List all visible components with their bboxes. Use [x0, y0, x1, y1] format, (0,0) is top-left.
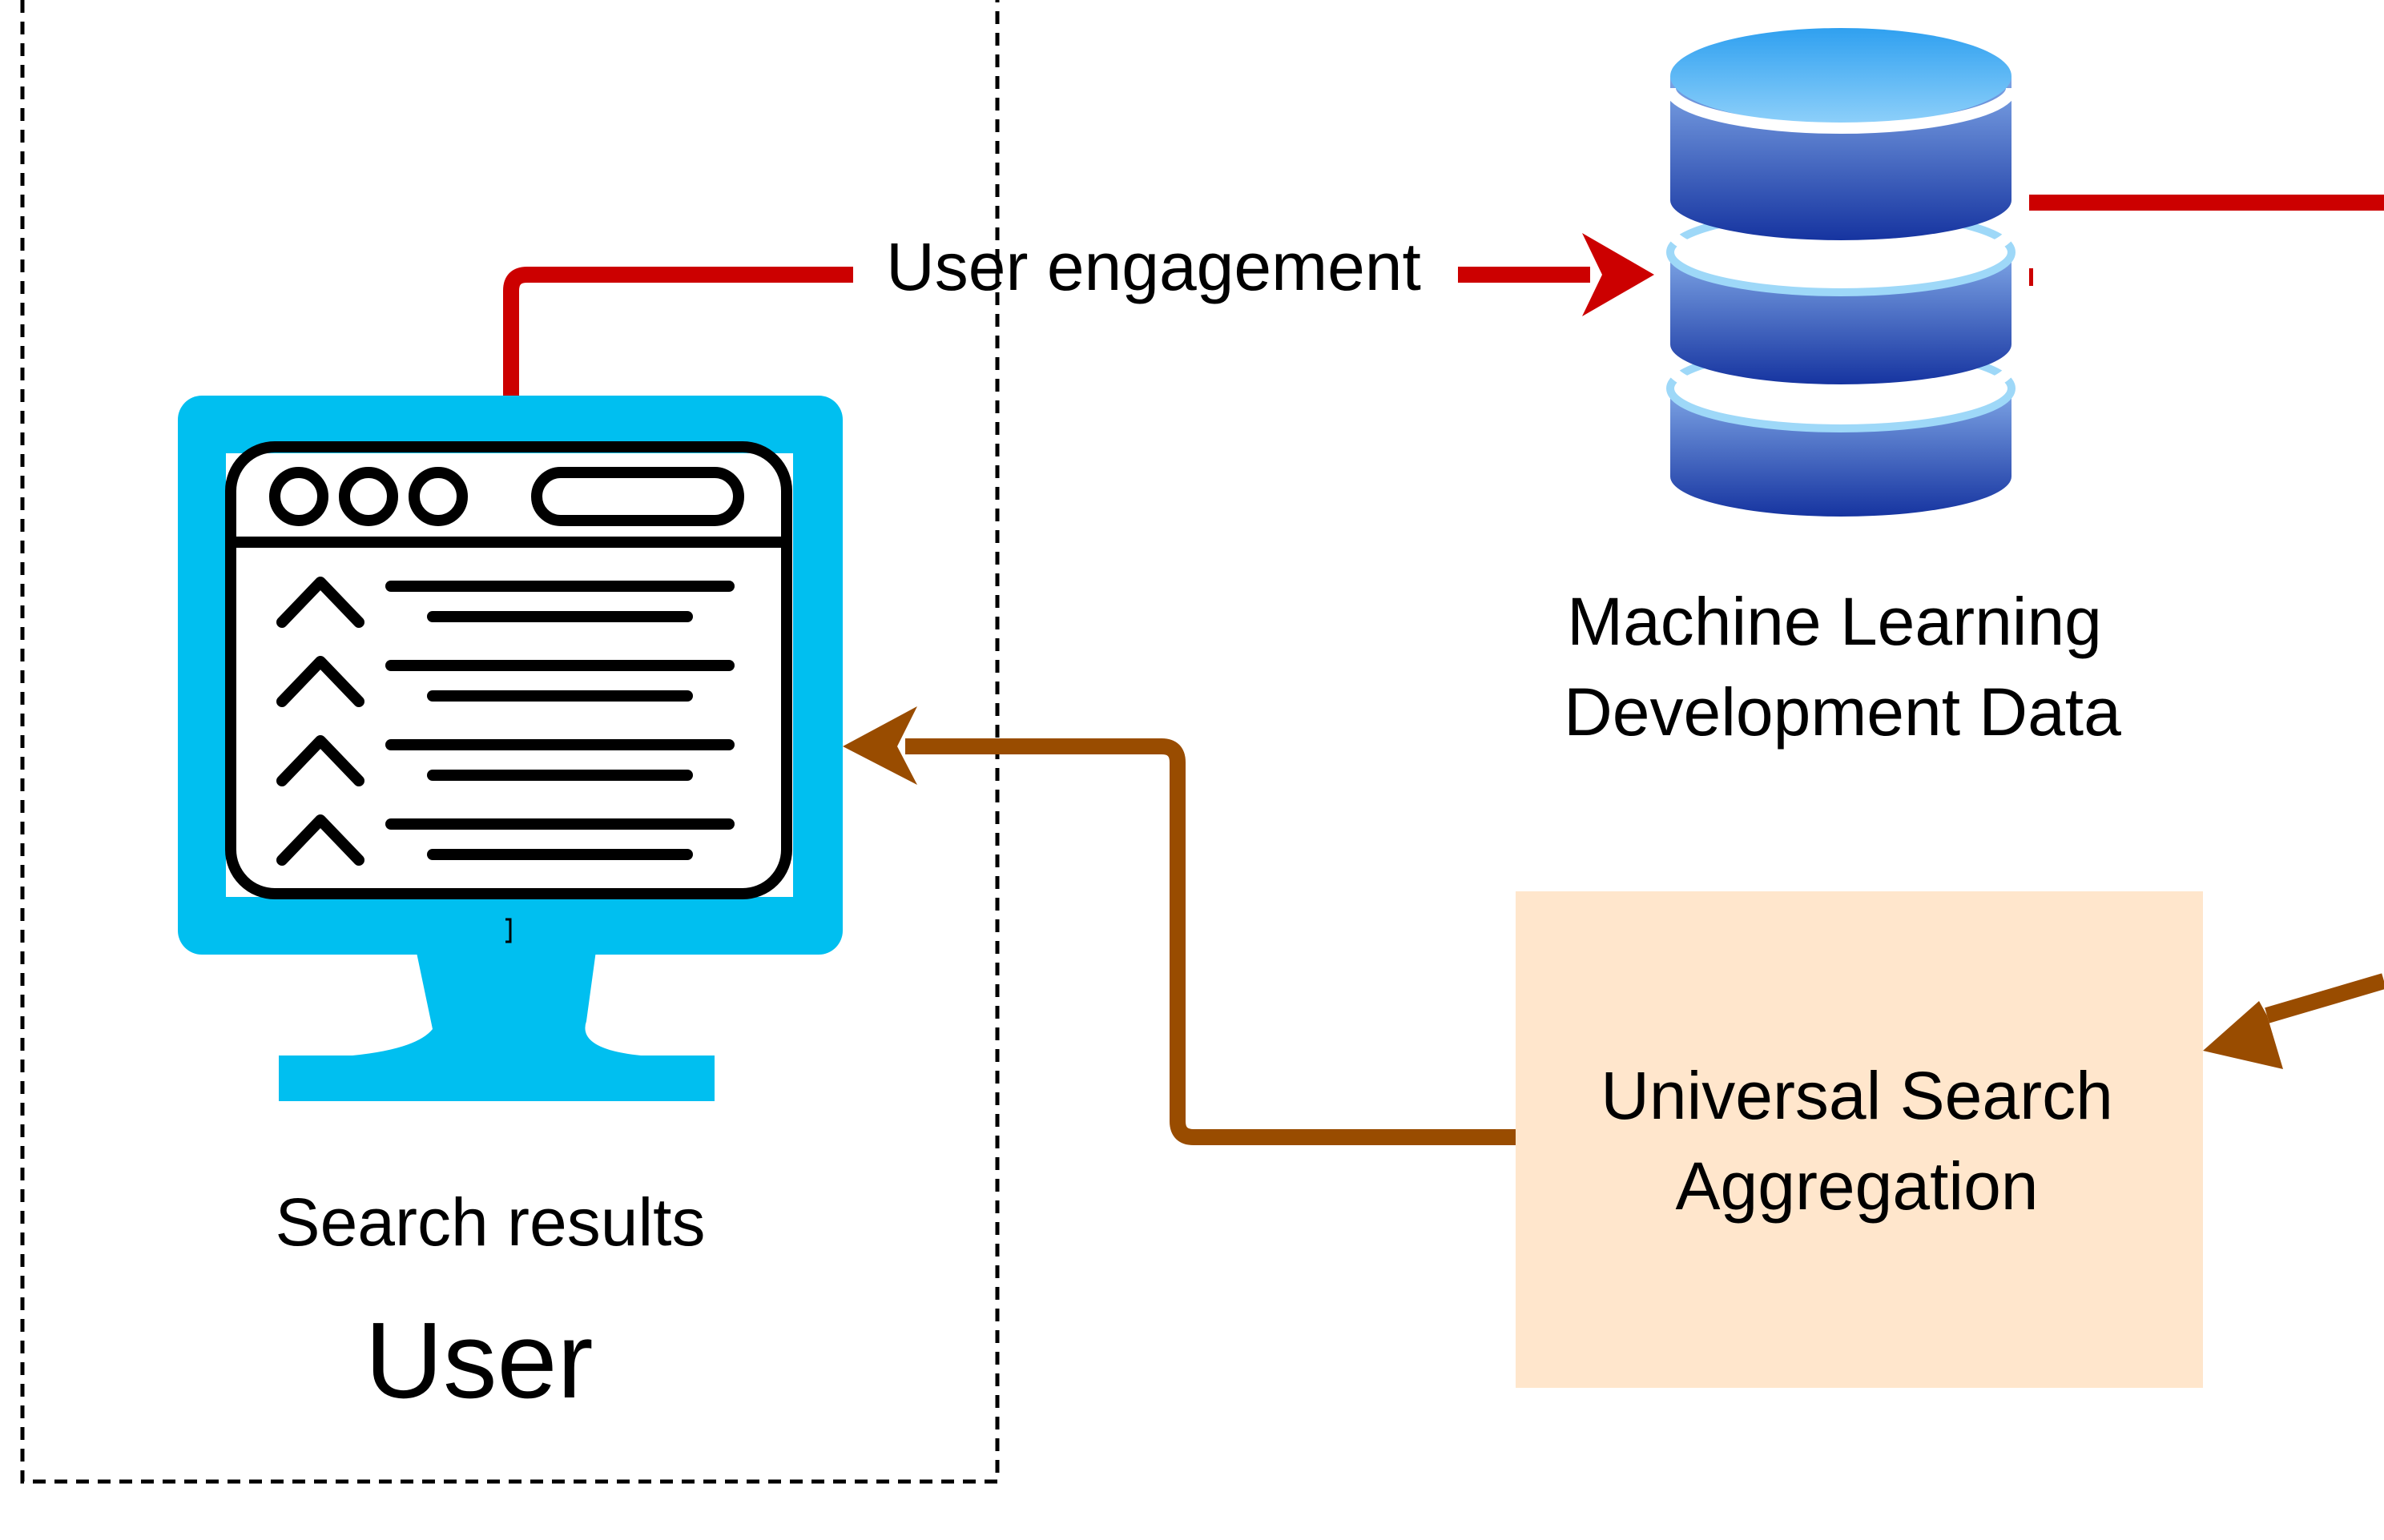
ml-development-data-label: Machine Learning Development Data — [1564, 584, 2121, 750]
aggregation-incoming-arrow — [2203, 973, 2384, 1069]
universal-search-label-line1: Universal Search — [1601, 1058, 2113, 1133]
chevron-up-icon — [276, 656, 364, 707]
search-results-arrow — [843, 706, 1516, 1145]
chevron-up-icon — [276, 814, 364, 866]
monitor-search-results-icon — [178, 396, 843, 1101]
ml-data-label-line1: Machine Learning — [1567, 584, 2102, 659]
result-row-2 — [276, 656, 735, 707]
user-boundary — [20, 0, 1000, 1484]
chevron-up-icon — [276, 735, 364, 786]
search-results-label: Search results — [276, 1184, 706, 1260]
universal-search-aggregation-box: Universal Search Aggregation — [1516, 891, 2203, 1388]
result-row-3 — [276, 735, 735, 786]
chevron-up-icon — [276, 577, 364, 628]
result-row-1 — [276, 577, 735, 628]
result-list — [276, 577, 735, 866]
browser-window-icon — [225, 441, 792, 899]
universal-search-label-line2: Aggregation — [1675, 1148, 2038, 1224]
database-outgoing-arrow — [2029, 195, 2384, 286]
user-label: User — [364, 1300, 593, 1421]
user-engagement-label: User engagement — [886, 229, 1421, 304]
database-icon — [1665, 28, 2017, 517]
result-row-4 — [276, 814, 735, 866]
ml-data-label-line2: Development Data — [1564, 674, 2121, 750]
user-engagement-arrow — [503, 233, 1654, 396]
